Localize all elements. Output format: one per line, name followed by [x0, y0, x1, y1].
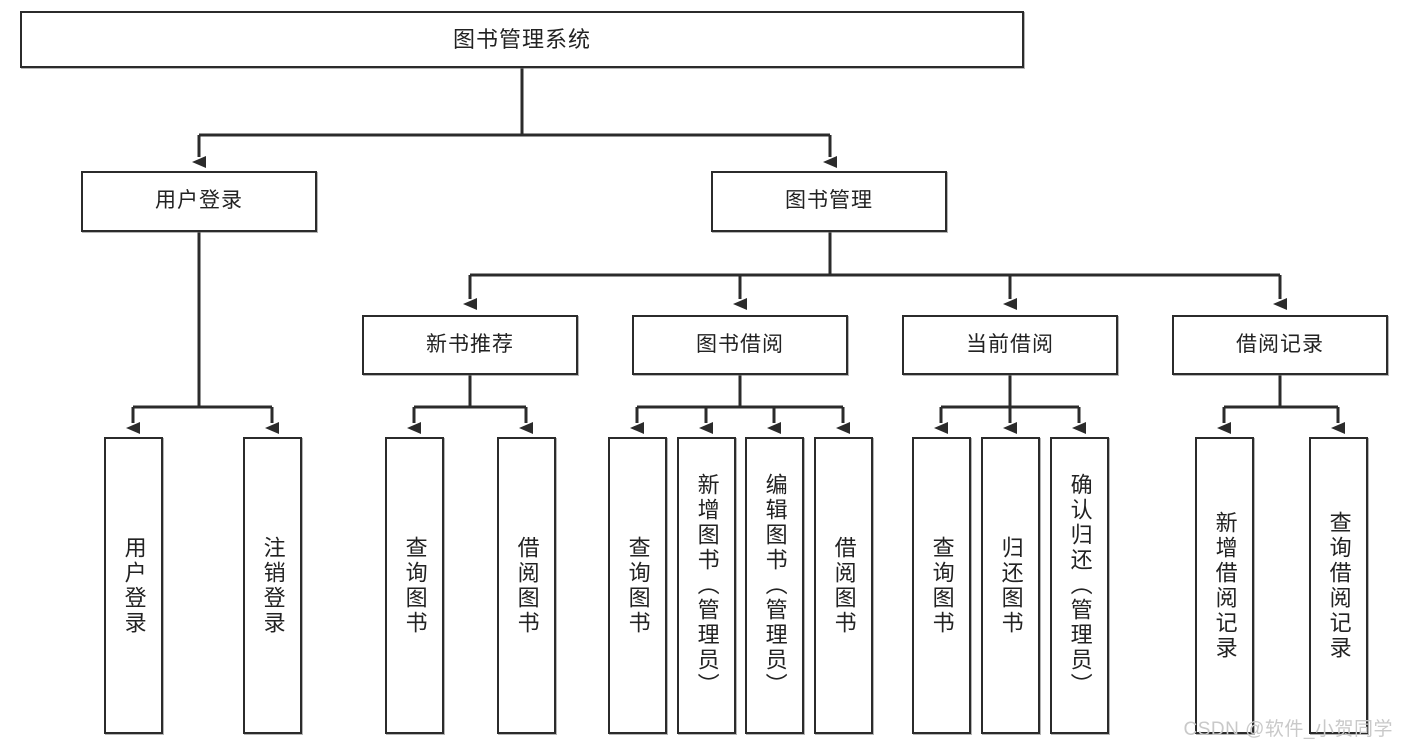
leaf-confirm-return-admin-label: 确认归还（管理员）	[1067, 473, 1093, 698]
leaf-user-login-label: 用户登录	[121, 535, 147, 636]
leaf-edit-book-admin[interactable]: 编辑图书（管理员）	[745, 437, 804, 734]
node-book-borrow[interactable]: 图书借阅	[632, 315, 848, 375]
leaf-return-book-label: 归还图书	[998, 535, 1024, 636]
leaf-query-book-recommend[interactable]: 查询图书	[385, 437, 444, 734]
leaf-query-book-recommend-label: 查询图书	[402, 535, 428, 636]
leaf-add-borrow-record-label: 新增借阅记录	[1212, 510, 1238, 661]
node-book-management[interactable]: 图书管理	[711, 171, 947, 232]
node-current-borrow-label: 当前借阅	[966, 332, 1054, 356]
leaf-borrow-book-recommend[interactable]: 借阅图书	[497, 437, 556, 734]
leaf-query-borrow-record[interactable]: 查询借阅记录	[1309, 437, 1368, 734]
leaf-add-borrow-record[interactable]: 新增借阅记录	[1195, 437, 1254, 734]
node-borrow-record-label: 借阅记录	[1236, 332, 1324, 356]
leaf-edit-book-admin-label: 编辑图书（管理员）	[762, 473, 788, 698]
node-new-book-recommend-label: 新书推荐	[426, 332, 514, 356]
node-new-book-recommend[interactable]: 新书推荐	[362, 315, 578, 375]
leaf-logout[interactable]: 注销登录	[243, 437, 302, 734]
node-borrow-record[interactable]: 借阅记录	[1172, 315, 1388, 375]
watermark: CSDN @软件_小贺同学	[1183, 719, 1393, 740]
leaf-query-borrow-record-label: 查询借阅记录	[1326, 510, 1352, 661]
leaf-add-book-admin-label: 新增图书（管理员）	[694, 473, 720, 698]
leaf-query-book-current-label: 查询图书	[929, 535, 955, 636]
leaf-confirm-return-admin[interactable]: 确认归还（管理员）	[1050, 437, 1109, 734]
node-root-label: 图书管理系统	[452, 26, 591, 52]
node-root[interactable]: 图书管理系统	[20, 11, 1024, 68]
node-book-management-label: 图书管理	[785, 189, 873, 213]
leaf-query-book-borrow-label: 查询图书	[625, 535, 651, 636]
node-user-login-label: 用户登录	[155, 189, 243, 213]
leaf-borrow-book-recommend-label: 借阅图书	[514, 535, 540, 636]
leaf-logout-label: 注销登录	[260, 535, 286, 636]
leaf-user-login[interactable]: 用户登录	[104, 437, 163, 734]
node-current-borrow[interactable]: 当前借阅	[902, 315, 1118, 375]
leaf-return-book[interactable]: 归还图书	[981, 437, 1040, 734]
node-book-borrow-label: 图书借阅	[696, 332, 784, 356]
leaf-borrow-book-label: 借阅图书	[831, 535, 857, 636]
leaf-query-book-current[interactable]: 查询图书	[912, 437, 971, 734]
node-user-login[interactable]: 用户登录	[81, 171, 317, 232]
leaf-query-book-borrow[interactable]: 查询图书	[608, 437, 667, 734]
leaf-add-book-admin[interactable]: 新增图书（管理员）	[677, 437, 736, 734]
leaf-borrow-book[interactable]: 借阅图书	[814, 437, 873, 734]
